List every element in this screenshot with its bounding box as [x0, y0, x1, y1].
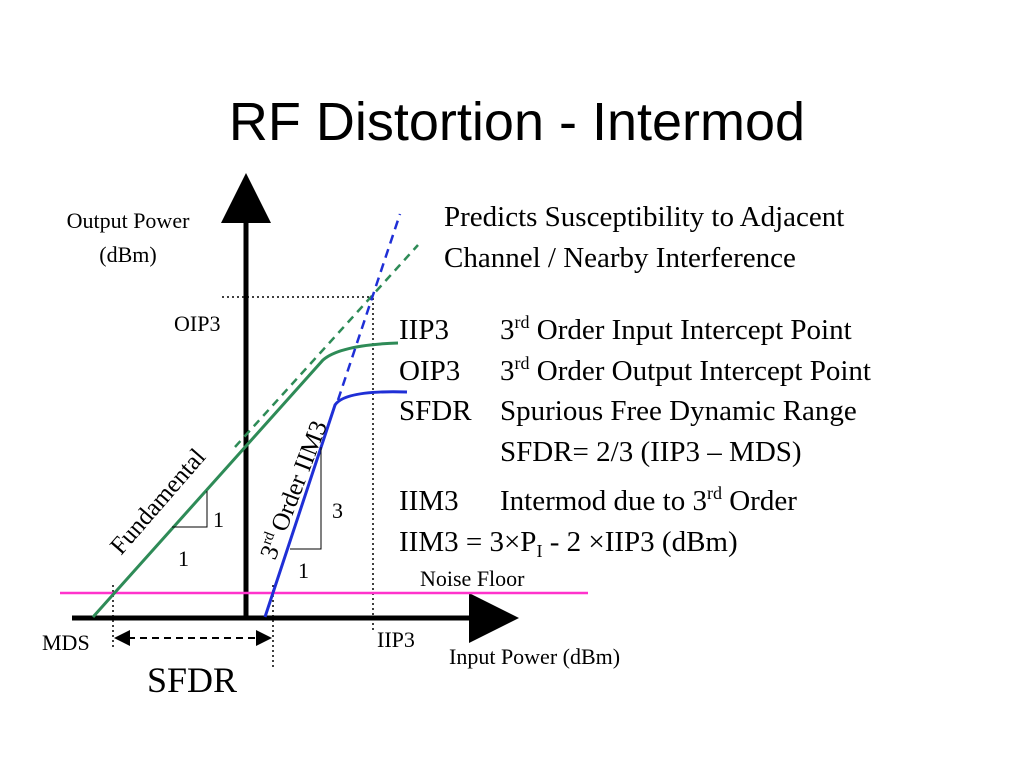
- definition-term: IIP3: [399, 314, 449, 346]
- im3-curve: [263, 390, 408, 618]
- definition-row: SFDR= 2/3 (IIP3 – MDS): [500, 436, 802, 468]
- definition-row: OIP3 3rd Order Output Intercept Point: [399, 353, 871, 387]
- slide-title: RF Distortion - Intermod: [229, 92, 805, 152]
- svg-text:Intermod due to 3rd Order: Intermod due to 3rd Order: [500, 483, 797, 517]
- im3-slope-triangle: [290, 447, 322, 550]
- notes-line2: Channel / Nearby Interference: [444, 242, 796, 274]
- im3-extrapolation: [336, 213, 402, 401]
- iim3-formula-pre: IIM3 = 3×P: [399, 526, 536, 558]
- iip3-tick-label: IIP3: [377, 627, 415, 652]
- y-axis-label-line2: (dBm): [99, 242, 156, 267]
- x-axis-label: Input Power (dBm): [449, 644, 620, 669]
- im3-slope-run: 1: [298, 558, 309, 583]
- definition-text: Spurious Free Dynamic Range: [500, 395, 857, 427]
- fundamental-slope-triangle: [172, 491, 208, 528]
- notes-line1: Predicts Susceptibility to Adjacent: [444, 201, 844, 233]
- definition-row: IIP3 3rd Order Input Intercept Point: [399, 312, 852, 346]
- definition-row: SFDR Spurious Free Dynamic Range: [399, 395, 857, 427]
- definition-sup: rd: [515, 312, 530, 332]
- definition-pre: 3: [500, 355, 515, 387]
- iim3-desc-post: Order: [722, 485, 797, 517]
- iim3-formula-post: - 2 ×IIP3 (dBm): [542, 526, 737, 558]
- iim3-desc-pre: Intermod due to 3: [500, 485, 707, 517]
- mds-tick-label: MDS: [42, 630, 90, 655]
- fundamental-slope-rise: 1: [213, 507, 224, 532]
- definition-term: SFDR: [399, 395, 472, 427]
- third-order-label-text: Order IIM3: [266, 417, 333, 535]
- fundamental-curve: [91, 341, 399, 619]
- iim3-term: IIM3: [399, 485, 459, 517]
- svg-text:IIM3 = 3×PI - 2 ×IIP3 (dBm): IIM3 = 3×PI - 2 ×IIP3 (dBm): [399, 526, 738, 561]
- third-order-label-sup: rd: [259, 529, 279, 547]
- svg-text:3rd Order Input Intercept Poin: 3rd Order Input Intercept Point: [500, 312, 852, 346]
- definition-text: Order Output Intercept Point: [530, 355, 871, 387]
- iim3-formula-sub: I: [536, 541, 542, 561]
- iim3-desc-sup: rd: [707, 483, 722, 503]
- definition-text: Order Input Intercept Point: [530, 314, 852, 346]
- sfdr-label: SFDR: [147, 660, 237, 700]
- definition-text: SFDR= 2/3 (IIP3 – MDS): [500, 436, 802, 468]
- im3-slope-rise: 3: [332, 498, 343, 523]
- oip3-tick-label: OIP3: [174, 311, 220, 336]
- definition-sup: rd: [515, 353, 530, 373]
- definitions-list: IIP3 3rd Order Input Intercept Point OIP…: [399, 312, 871, 468]
- definition-term: OIP3: [399, 355, 460, 387]
- y-axis-label-line1: Output Power: [67, 208, 191, 233]
- definition-pre: 3: [500, 314, 515, 346]
- noise-floor-label: Noise Floor: [420, 566, 525, 591]
- fundamental-extrapolation: [234, 244, 419, 448]
- svg-text:3rd Order Output Intercept Poi: 3rd Order Output Intercept Point: [500, 353, 871, 387]
- fundamental-slope-run: 1: [178, 546, 189, 571]
